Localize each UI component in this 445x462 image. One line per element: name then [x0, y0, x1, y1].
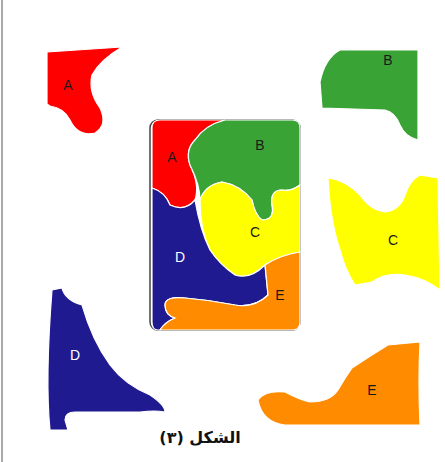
figure-caption: الشكل (٣): [150, 428, 250, 447]
piece-shape: [43, 286, 167, 432]
piece-shape: [45, 45, 124, 139]
piece-outline: [258, 342, 420, 425]
piece-outline: [47, 47, 122, 134]
piece-shape: [256, 340, 422, 427]
puzzle-piece: D: [43, 286, 167, 432]
piece-letter: B: [255, 138, 264, 152]
piece-shape: [326, 173, 442, 292]
piece-letter: C: [388, 233, 398, 247]
piece-letter: E: [275, 288, 284, 302]
puzzle-piece: E: [158, 250, 302, 332]
puzzle-piece: E: [256, 340, 422, 427]
piece-letter: C: [250, 225, 260, 239]
piece-letter: B: [383, 53, 392, 67]
piece-outline: [48, 288, 165, 430]
piece-letter: E: [367, 383, 376, 397]
piece-shape: [318, 48, 420, 142]
puzzle-piece: B: [318, 48, 420, 142]
puzzle-piece: A: [45, 45, 124, 139]
piece-outline: [328, 175, 440, 290]
puzzle-piece: C: [326, 173, 442, 292]
piece-letter: A: [63, 78, 72, 92]
piece-letter: D: [175, 250, 185, 264]
piece-outline: [160, 252, 300, 330]
piece-letter: A: [167, 150, 176, 164]
piece-outline: [320, 50, 418, 140]
piece-letter: D: [70, 348, 80, 362]
